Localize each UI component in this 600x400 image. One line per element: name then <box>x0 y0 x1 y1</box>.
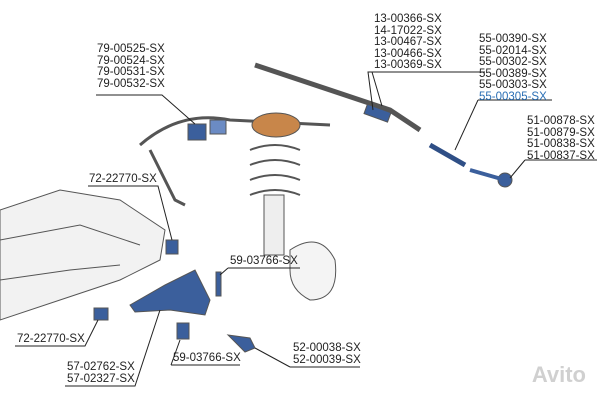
label-group-tie-rods: 55-00390-SX 55-02014-SX 55-00302-SX 55-0… <box>478 33 548 104</box>
ball-joint <box>226 334 256 353</box>
part-number[interactable]: 13-00467-SX <box>374 36 442 49</box>
label-bushing-top: 72-22770-SX <box>88 173 158 186</box>
part-number[interactable]: 72-22770-SX <box>89 173 157 185</box>
part-number[interactable]: 55-00302-SX <box>479 56 547 69</box>
label-bushing-bottom: 72-22770-SX <box>16 333 86 346</box>
strut-mount <box>251 112 301 138</box>
subframe <box>0 189 166 321</box>
part-number[interactable]: 55-00389-SX <box>479 67 547 80</box>
part-number[interactable]: 52-00038-SX <box>293 342 361 354</box>
part-number[interactable]: 57-02327-SX <box>67 372 135 385</box>
part-number[interactable]: 79-00525-SX <box>97 43 165 55</box>
label-bushing-arm: 59-03766-SX <box>172 352 242 365</box>
part-number[interactable]: 51-00837-SX <box>527 149 595 162</box>
part-number[interactable]: 14-17022-SX <box>374 24 442 37</box>
part-number[interactable]: 79-00524-SX <box>97 54 165 67</box>
coil-spring <box>249 144 301 196</box>
part-number-highlighted[interactable]: 55-00305-SX <box>479 90 547 103</box>
steering-rack-boot <box>363 103 392 123</box>
part-number[interactable]: 59-03766-SX <box>173 352 241 364</box>
leader-line-steering-rack <box>367 71 485 111</box>
part-number[interactable]: 51-00879-SX <box>527 126 595 139</box>
leader-line-bushing-top <box>88 185 173 241</box>
stabilizer-bracket <box>209 119 227 135</box>
lower-control-arm <box>129 269 211 316</box>
tie-rod <box>428 142 467 168</box>
label-strut-link: 59-03766-SX <box>229 255 299 268</box>
avito-watermark: Avito <box>531 362 586 387</box>
leader-line-tie-rod-ends <box>509 159 597 179</box>
label-group-stabilizer-bushings: 79-00525-SX 79-00524-SX 79-00531-SX 79-0… <box>96 43 166 90</box>
label-control-arm: 57-02762-SX 57-02327-SX <box>66 361 136 385</box>
label-group-steering-rack: 13-00366-SX 14-17022-SX 13-00467-SX 13-0… <box>373 13 443 72</box>
subframe-detail <box>0 224 141 281</box>
leader-lines <box>15 71 597 387</box>
leader-line-ball-joint <box>254 347 360 368</box>
part-number[interactable]: 72-22770-SX <box>17 333 85 345</box>
stabilizer-bushing <box>187 123 207 141</box>
label-group-tie-rod-ends: 51-00878-SX 51-00879-SX 51-00838-SX 51-0… <box>526 115 596 162</box>
leader-line-bushing-arm <box>170 339 240 366</box>
part-number[interactable]: 57-02762-SX <box>67 361 135 373</box>
leader-line-tie-rods <box>454 99 552 151</box>
leader-line-bushing-bottom <box>15 319 99 347</box>
label-ball-joint: 52-00038-SX 52-00039-SX <box>292 342 362 366</box>
part-number[interactable]: 79-00532-SX <box>97 77 165 90</box>
part-number[interactable]: 52-00039-SX <box>293 353 361 366</box>
arm-bushing-rear <box>176 322 190 340</box>
shock-absorber <box>263 194 285 256</box>
part-number[interactable]: 51-00878-SX <box>527 115 595 127</box>
arm-bushing-bottom <box>93 307 109 321</box>
part-number[interactable]: 51-00838-SX <box>527 138 595 151</box>
tie-rod-end-shaft <box>469 168 506 182</box>
leader-line-control-arm <box>65 309 161 387</box>
arm-bushing-top <box>165 239 179 255</box>
strut-link-bolt <box>215 271 222 297</box>
stabilizer-bar <box>139 116 331 207</box>
part-number[interactable]: 13-00366-SX <box>374 13 442 25</box>
steering-knuckle <box>289 241 337 301</box>
leader-line-stabilizer-bushings <box>96 94 196 125</box>
part-number[interactable]: 59-03766-SX <box>230 255 298 267</box>
leader-line-strut-link <box>219 267 300 276</box>
part-number[interactable]: 55-02014-SX <box>479 44 547 57</box>
part-number[interactable]: 79-00531-SX <box>97 66 165 79</box>
part-number[interactable]: 55-00390-SX <box>479 33 547 45</box>
part-number[interactable]: 13-00369-SX <box>374 59 442 72</box>
part-number[interactable]: 55-00303-SX <box>479 79 547 92</box>
part-number[interactable]: 13-00466-SX <box>374 47 442 60</box>
steering-rack <box>254 62 422 133</box>
